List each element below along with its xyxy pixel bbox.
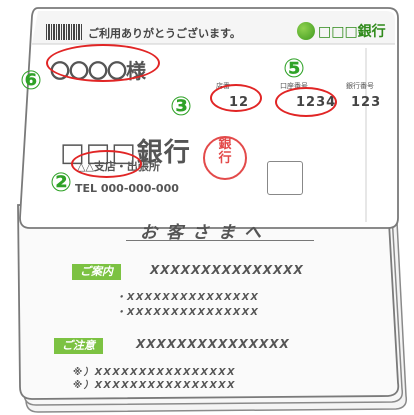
bank-seal-stamp: 銀 行: [203, 136, 247, 180]
heading-underline: [126, 240, 314, 241]
badge-6-icon: ⑥: [20, 66, 43, 96]
guide-tag: ご案内: [72, 264, 121, 280]
branch-name-highlight: [71, 150, 142, 178]
photo-box: [267, 161, 303, 195]
caution-tag: ご注意: [54, 338, 103, 354]
guide-main-text: XXXXXXXXXXXXXXX: [150, 263, 304, 277]
bank-no-value: 123: [351, 95, 382, 110]
bank-telephone: TEL 000-000-000: [75, 182, 179, 195]
header-bank-name: □□□銀行: [318, 24, 386, 40]
account-no-highlight: [275, 87, 337, 117]
greeting-text: ご利用ありがとうございます。: [88, 27, 241, 40]
account-no-label: 口座番号: [280, 82, 308, 90]
bank-logo-icon: [297, 22, 315, 40]
badge-5-icon: ⑤: [283, 54, 306, 84]
guide-sub-text-2: ・XXXXXXXXXXXXXXX: [116, 307, 260, 318]
seal-char: 銀: [218, 137, 232, 152]
guide-sub-text-1: ・XXXXXXXXXXXXXXX: [116, 292, 260, 303]
badge-3-icon: ③: [170, 92, 193, 122]
branch-no-highlight: [210, 84, 262, 112]
holder-name-highlight: [46, 44, 160, 82]
barcode-icon: [46, 24, 82, 40]
caution-sub-text-2: ※）XXXXXXXXXXXXXXXX: [73, 380, 236, 391]
badge-2-icon: ②: [50, 168, 73, 198]
bank-no-label: 銀行番号: [346, 82, 374, 90]
notice-heading: お客さまへ: [140, 223, 270, 243]
seal-char: 行: [218, 151, 232, 166]
caution-main-text: XXXXXXXXXXXXXXX: [136, 337, 290, 351]
caution-sub-text-1: ※）XXXXXXXXXXXXXXXX: [73, 367, 236, 378]
